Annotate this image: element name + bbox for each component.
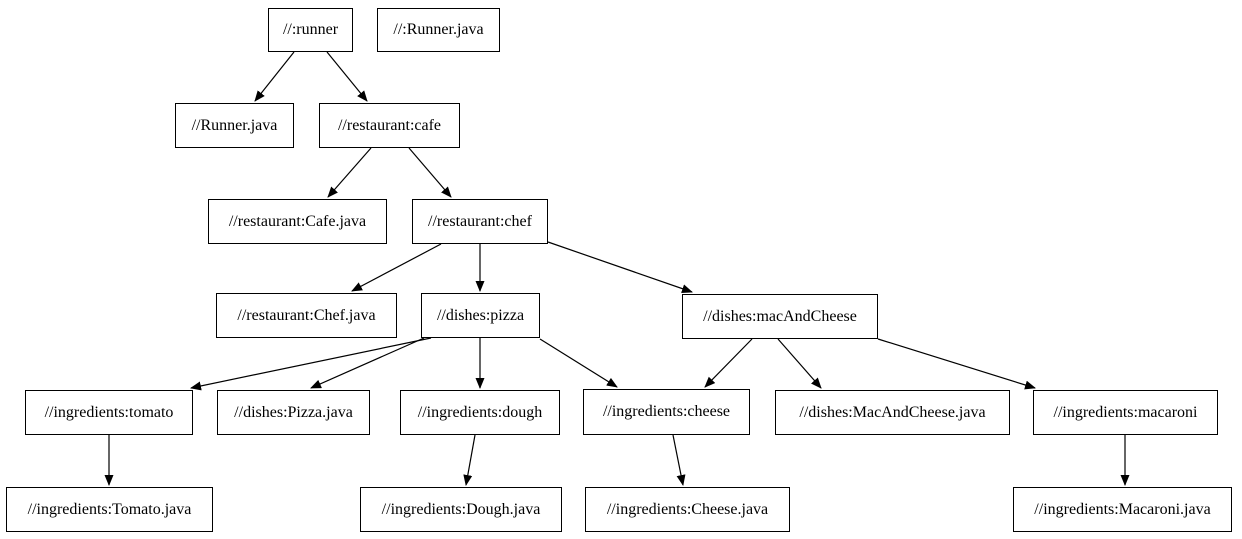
node-runner-java: //Runner.java (175, 103, 294, 148)
edge-mac-and-cheese-to-macaroni (877, 338, 1036, 390)
edge-dough-to-dough-java (463, 434, 476, 486)
edge-cheese-to-cheese-java (672, 434, 686, 486)
node-cafe-java: //restaurant:Cafe.java (208, 199, 387, 244)
node-chef-java: //restaurant:Chef.java (216, 293, 397, 338)
node-runner: //:runner (268, 8, 353, 52)
node-pizza-java: //dishes:Pizza.java (217, 390, 370, 435)
edge-cafe-to-cafe-java (327, 147, 372, 198)
edge-cafe-to-chef (408, 147, 452, 198)
node-chef: //restaurant:chef (412, 199, 548, 244)
edge-chef-to-chef-java (351, 243, 442, 292)
node-macaroni: //ingredients:macaroni (1033, 390, 1218, 435)
edge-mac-and-cheese-to-mac-and-cheese-java (777, 338, 822, 389)
node-runner-java-root: //:Runner.java (377, 8, 500, 52)
edge-pizza-to-pizza-java (310, 337, 425, 389)
edge-pizza-to-cheese (539, 338, 618, 388)
edge-chef-to-mac-and-cheese (547, 241, 693, 293)
node-macaroni-java: //ingredients:Macaroni.java (1013, 487, 1232, 532)
node-cheese: //ingredients:cheese (583, 389, 750, 435)
node-mac-and-cheese-java: //dishes:MacAndCheese.java (775, 390, 1010, 435)
node-tomato: //ingredients:tomato (25, 390, 193, 435)
node-pizza: //dishes:pizza (421, 293, 540, 338)
node-mac-and-cheese: //dishes:macAndCheese (682, 294, 878, 339)
edge-runner-to-cafe (326, 51, 368, 102)
node-tomato-java: //ingredients:Tomato.java (6, 487, 213, 532)
edge-mac-and-cheese-to-cheese (704, 338, 753, 388)
edge-pizza-to-tomato (190, 337, 432, 391)
node-dough-java: //ingredients:Dough.java (360, 487, 562, 532)
edge-runner-to-runner-java (254, 51, 295, 102)
node-cafe: //restaurant:cafe (319, 103, 460, 148)
node-dough: //ingredients:dough (400, 390, 560, 435)
node-cheese-java: //ingredients:Cheese.java (585, 487, 790, 532)
